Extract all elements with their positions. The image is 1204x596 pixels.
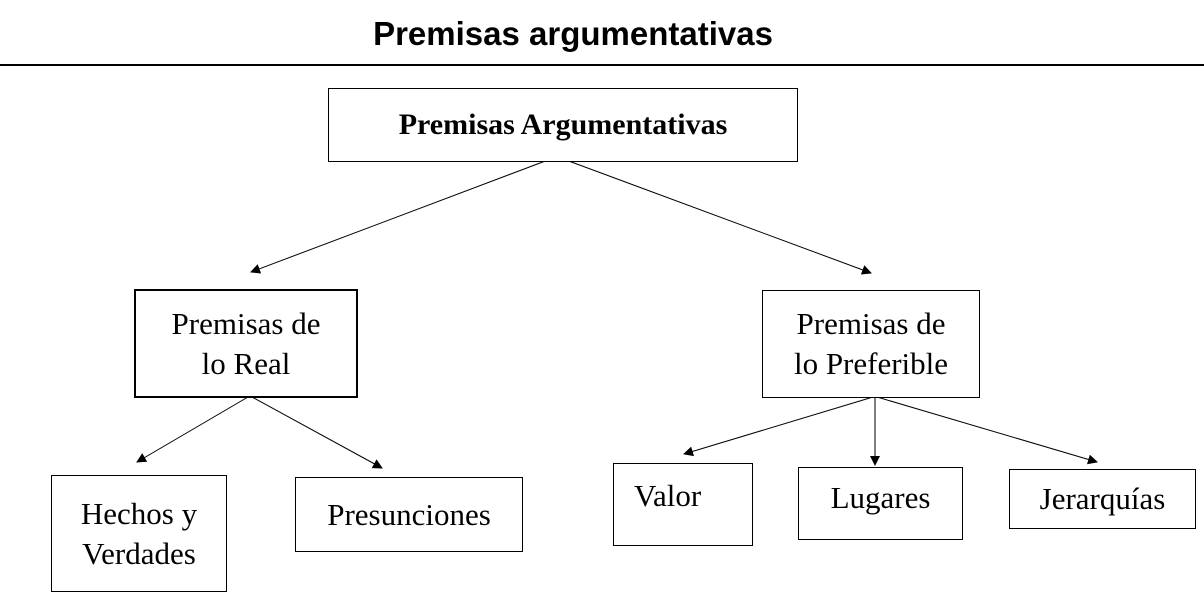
leaf-node-lugares-label: Lugares xyxy=(830,479,931,515)
leaf-node-valores: Valores xyxy=(613,463,753,546)
leaf-node-presunciones: Presunciones xyxy=(295,477,523,552)
leaf-node-jerarquias-label: Jerarquías xyxy=(1039,481,1166,516)
arrow-root-to-preferible xyxy=(565,159,872,275)
branch-node-preferible-label: Premisas de lo Preferible xyxy=(793,306,949,381)
leaf-node-hechos: Hechos y Verdades xyxy=(51,475,227,592)
page-title: Premisas argumentativas xyxy=(373,15,773,52)
branch-node-preferible: Premisas de lo Preferible xyxy=(762,290,980,398)
leaf-node-hechos-label: Hechos y Verdades xyxy=(80,495,198,571)
root-node: Premisas Argumentativas xyxy=(328,88,798,162)
title-divider xyxy=(0,64,1204,66)
arrow-preferible-to-jerarquias xyxy=(876,396,1098,465)
root-node-label: Premisas Argumentativas xyxy=(398,108,728,141)
arrow-real-to-presunciones xyxy=(251,396,383,469)
branch-node-real-label: Premisas de lo Real xyxy=(171,305,321,381)
arrow-real-to-hechos xyxy=(136,396,249,463)
branch-node-real: Premisas de lo Real xyxy=(134,289,358,398)
leaf-node-lugares: Lugares xyxy=(798,467,963,540)
leaf-node-presunciones-label: Presunciones xyxy=(327,496,491,532)
leaf-node-valores-label: Valores xyxy=(634,478,702,520)
arrow-root-to-real xyxy=(250,159,549,274)
arrow-preferible-to-valores xyxy=(683,396,874,457)
leaf-node-jerarquias: Jerarquías xyxy=(1009,469,1196,529)
